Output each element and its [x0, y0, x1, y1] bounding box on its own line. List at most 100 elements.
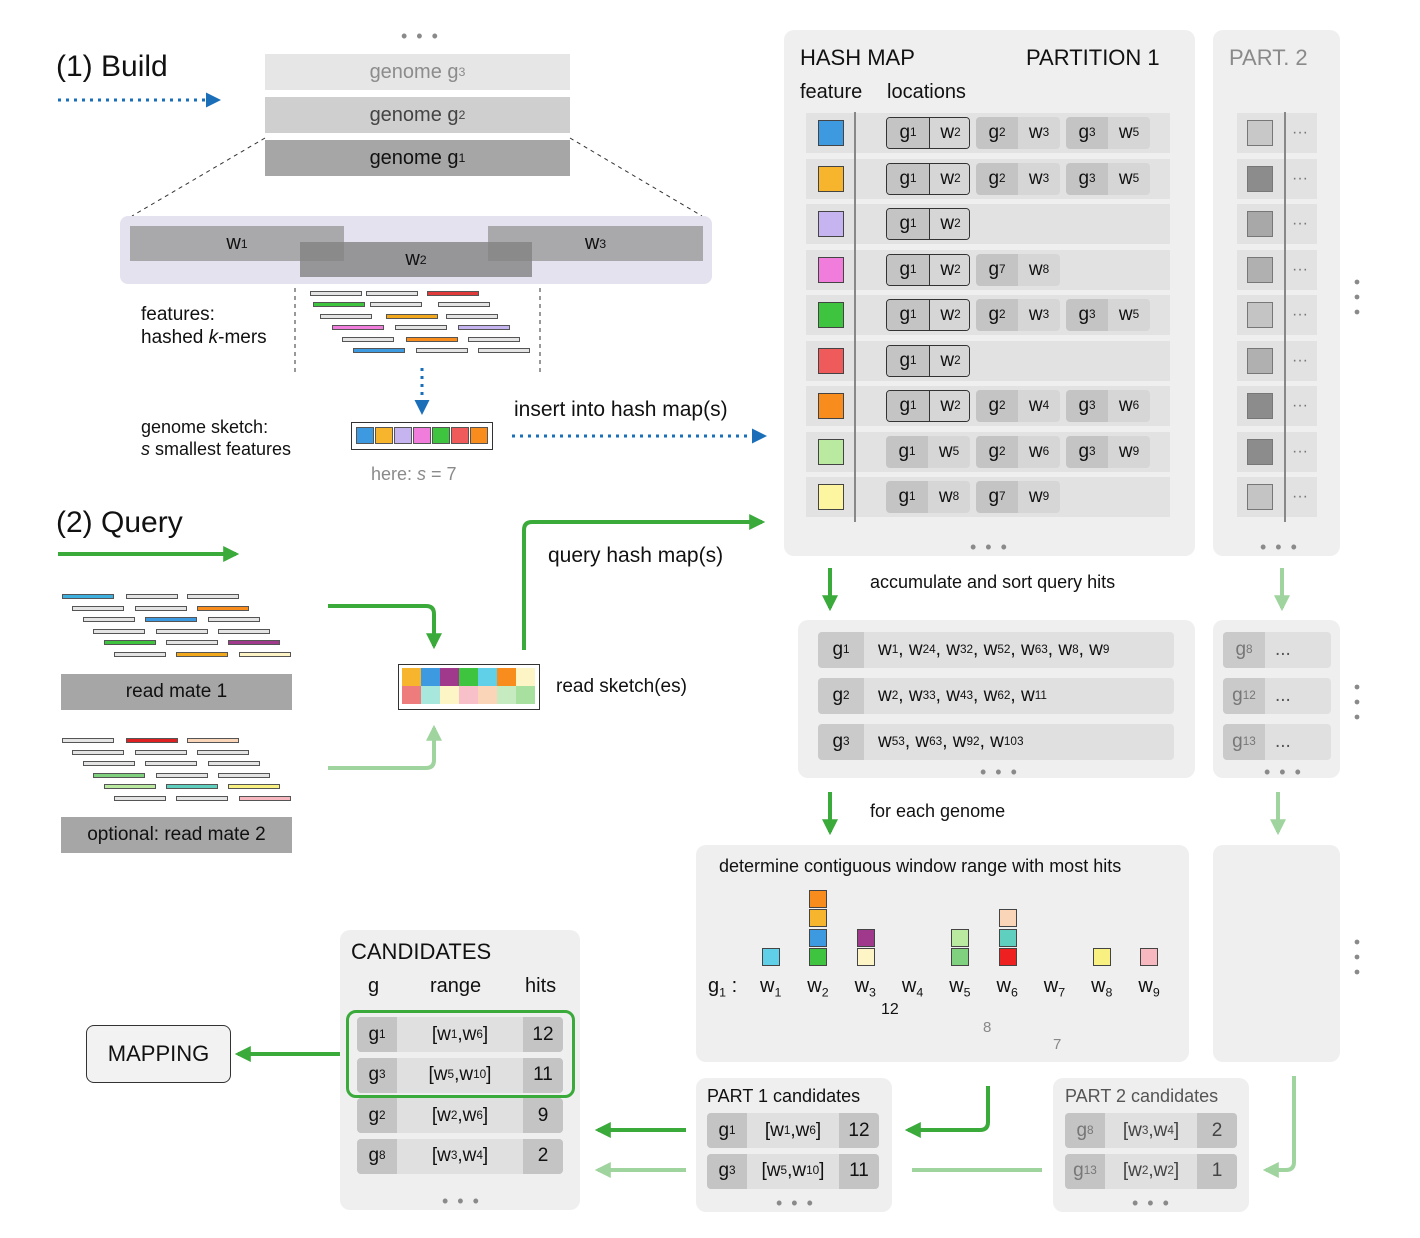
window-hit [809, 889, 828, 908]
read-sketch-feature [402, 668, 421, 686]
part-2-feature-swatch [1247, 211, 1273, 237]
window-hit [1140, 948, 1159, 966]
candidates-ellipsis: • • • [442, 1191, 481, 1211]
read-mate-1: read mate 1 [61, 674, 292, 710]
candidates-col-range: range [430, 975, 482, 997]
range-8: 8 [981, 1019, 994, 1036]
read-sketch-feature [497, 686, 516, 704]
read-sketch-feature [459, 686, 478, 704]
part-2-feature-swatch [1247, 347, 1273, 374]
window-label: w2 [807, 975, 829, 1000]
hash-map-title: HASH MAP [800, 45, 915, 70]
candidate-hits: 1 [1197, 1153, 1237, 1189]
feature-swatch [818, 120, 844, 146]
sketch-label: genome sketch: [141, 417, 269, 437]
read-sketch-feature [497, 668, 516, 686]
part-2-title: PART. 2 [1229, 45, 1308, 70]
read-sketch-feature [440, 686, 459, 704]
window-hit [809, 928, 828, 947]
range-7: 7 [1051, 1036, 1064, 1053]
candidate-hits: 2 [1197, 1113, 1237, 1148]
sketch-feature [356, 427, 374, 444]
part-1-candidates-title: PART 1 candidates [707, 1086, 861, 1106]
window-label: w8 [1091, 975, 1113, 1000]
build-title: (1) Build [56, 50, 168, 83]
part-2-hits-more: ... [1275, 731, 1291, 752]
genome-sketch [351, 422, 493, 450]
part-2-feature-swatch [1247, 438, 1273, 465]
selected-candidates-highlight [346, 1010, 575, 1098]
candidate-hits: 9 [523, 1098, 563, 1133]
feature-swatch [818, 165, 844, 192]
read-sketch-feature [516, 668, 535, 686]
feature-swatch [818, 211, 844, 237]
sketch-feature [375, 427, 393, 444]
genome-stack-ellipsis: • • • [401, 26, 440, 46]
window-hit [998, 928, 1017, 947]
read-sketch-label: read sketch(es) [556, 676, 687, 697]
hash-map-row [806, 204, 1170, 244]
read-sketch-feature [421, 668, 440, 686]
window-hit [998, 909, 1017, 927]
feature-swatch [818, 302, 844, 328]
sketch-size-note: here: s = 7 [371, 464, 457, 484]
range-12: 12 [879, 1001, 901, 1018]
read-sketch-feature [478, 686, 497, 704]
mapping-box: MAPPING [86, 1025, 231, 1083]
candidate-hits: 12 [523, 1017, 563, 1052]
window-label: w9 [1138, 975, 1160, 1000]
window-label: w1 [760, 975, 782, 1000]
window-label: w7 [1043, 975, 1066, 1000]
part-2-feature-swatch [1247, 484, 1273, 510]
window-hit [809, 909, 828, 927]
candidate-hits: 11 [839, 1153, 879, 1189]
candidate-hits: 11 [523, 1057, 563, 1093]
read-sketch-feature [478, 668, 497, 686]
window-hit [762, 948, 780, 966]
